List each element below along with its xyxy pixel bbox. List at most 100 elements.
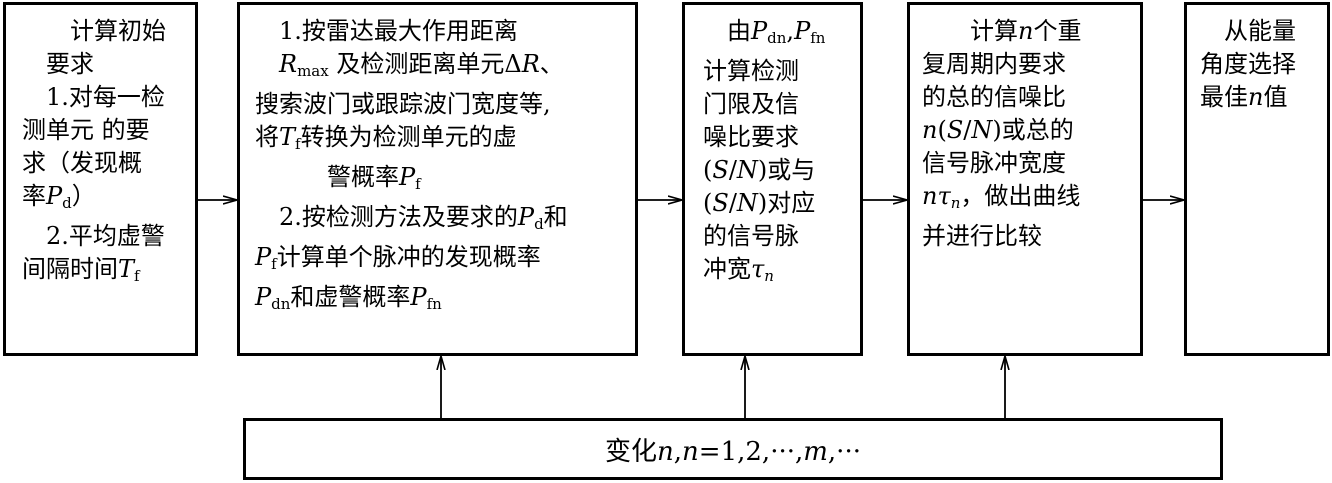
subscript: f [295, 135, 301, 153]
text-segment: 的信号脉 [703, 222, 799, 250]
box1-line-3: 1.对每一检 [22, 81, 195, 114]
text-segment: 噪比要求 [703, 123, 799, 151]
box-optimal-n: 从能量 角度选择 最佳n值 [1184, 2, 1330, 356]
bottom-box-text: 变化n,n=1,2,···,m,··· [605, 431, 861, 468]
box2-line-1: 1.按雷达最大作用距离 [255, 15, 635, 48]
text-segment: ，做出曲线 [960, 182, 1081, 210]
box2-line-8: Pdn和虚警概率Pfn [255, 281, 635, 321]
bottom-box-vary-n: 变化n,n=1,2,···,m,··· [243, 418, 1223, 480]
box1-line-4: 测单元 的要 [22, 114, 195, 147]
math-symbol: n [657, 436, 674, 467]
box2-line-6: 2.按检测方法及要求的Pd和 [255, 201, 635, 241]
text-segment: 由 [727, 17, 751, 45]
box3-line-6: (S/N)对应 [703, 187, 860, 220]
text-segment: ） [71, 182, 96, 210]
text-segment: 1.按雷达最大作用距离 [279, 17, 518, 45]
text-segment: 并进行比较 [922, 222, 1042, 250]
box3-line-3: 门限及信 [703, 88, 860, 121]
subscript: fn [810, 29, 826, 47]
text-segment: 计算初始 [70, 17, 166, 45]
subscript: max [297, 62, 329, 80]
text-segment: , [673, 436, 683, 467]
text-segment: 门限及信 [703, 90, 799, 118]
subscript: d [534, 215, 544, 233]
text-segment: 率 [22, 182, 46, 210]
math-symbol: S [712, 156, 729, 184]
text-segment: 2.按检测方法及要求的 [279, 203, 518, 231]
math-symbol: R [521, 50, 540, 78]
math-symbol: n [682, 436, 699, 467]
math-symbol: τ [751, 255, 765, 283]
text-segment: 计算 [970, 17, 1018, 45]
math-symbol: P [410, 283, 427, 311]
text-segment: 和 [543, 203, 568, 231]
text-segment: 信号脉冲宽度 [922, 149, 1066, 177]
text-segment: 求（发现概 [22, 149, 142, 177]
bottom-box-frame [243, 418, 1223, 480]
box4-line-7: 并进行比较 [922, 220, 1140, 253]
box3-line-5: (S/N)或与 [703, 154, 860, 187]
math-symbol: S [946, 116, 964, 144]
math-symbol: P [517, 203, 535, 231]
text-segment: 及检测距离单元Δ [328, 50, 522, 78]
box4-line-6: nτn，做出曲线 [922, 180, 1140, 220]
text-segment: 值 [1263, 83, 1288, 111]
box3-line-2: 计算检测 [703, 55, 860, 88]
text-segment: / [728, 189, 737, 217]
subscript: dn [271, 295, 291, 313]
text-segment: =1,2,···, [698, 436, 804, 467]
text-segment: 搜索波门或跟踪波门宽度等, [255, 90, 551, 118]
math-symbol: R [279, 50, 298, 78]
subscript: fn [426, 295, 442, 313]
text-segment: )或总的 [992, 116, 1074, 144]
text-segment: 警概率 [327, 163, 399, 191]
math-symbol: N [736, 189, 758, 217]
box2-line-4: 将Tf转换为检测单元的虚 [255, 121, 635, 161]
box3-line-4: 噪比要求 [703, 121, 860, 154]
subscript: f [134, 267, 140, 285]
box4-line-3: 的总的信噪比 [922, 81, 1140, 114]
box-conversion-and-single-pulse: 1.按雷达最大作用距离 Rmax 及检测距离单元ΔR、 搜索波门或跟踪波门宽度等… [237, 2, 638, 356]
math-symbol: P [794, 17, 811, 45]
box4-line-2: 复周期内要求 [922, 48, 1140, 81]
math-symbol: T [279, 123, 296, 151]
text-segment: 变化 [605, 436, 658, 467]
box1-line-1: 计算初始 [22, 15, 195, 48]
math-symbol: S [712, 189, 729, 217]
subscript: f [271, 255, 277, 273]
text-segment: 从能量 [1224, 17, 1296, 45]
box2-line-3: 搜索波门或跟踪波门宽度等, [255, 88, 635, 121]
box2-line-7: Pf计算单个脉冲的发现概率 [255, 241, 635, 281]
text-segment: ,··· [827, 436, 861, 467]
subscript: n [764, 267, 774, 285]
text-segment: 间隔时间 [22, 255, 118, 283]
subscript: f [415, 175, 421, 193]
text-segment: 的总的信噪比 [922, 83, 1066, 111]
box-threshold-and-snr: 由Pdn,Pfn 计算检测 门限及信 噪比要求 (S/N)或与 (S/N)对应 … [682, 2, 863, 356]
box5-line-2: 角度选择 [1200, 48, 1327, 81]
box-total-snr-n-periods: 计算n个重 复周期内要求 的总的信噪比 n(S/N)或总的 信号脉冲宽度 nτn… [907, 2, 1143, 356]
text-segment: )或与 [757, 156, 816, 184]
box3-line-1: 由Pdn,Pfn [703, 15, 860, 55]
text-segment: )对应 [757, 189, 816, 217]
text-segment: 冲宽 [703, 255, 751, 283]
text-segment: 要求 [46, 50, 94, 78]
text-segment: / [963, 116, 972, 144]
math-symbol: nτ [922, 182, 951, 210]
text-segment: 测单元 的要 [22, 116, 150, 144]
text-segment: 个重 [1033, 17, 1082, 45]
box1-line-8: 间隔时间Tf [22, 253, 195, 293]
subscript: n [950, 194, 961, 212]
text-segment: / [728, 156, 737, 184]
subscript: d [62, 194, 72, 212]
math-symbol: N [736, 156, 758, 184]
box2-line-2: Rmax 及检测距离单元ΔR、 [255, 48, 635, 88]
text-segment: 1.对每一检 [46, 83, 165, 111]
math-symbol: P [255, 243, 272, 271]
math-symbol: P [751, 17, 768, 45]
math-symbol: N [971, 116, 993, 144]
text-segment: 计算单个脉冲的发现概率 [276, 243, 541, 271]
box2-line-5: 警概率Pf [255, 161, 635, 201]
math-symbol: n [922, 116, 938, 144]
math-symbol: P [399, 163, 416, 191]
